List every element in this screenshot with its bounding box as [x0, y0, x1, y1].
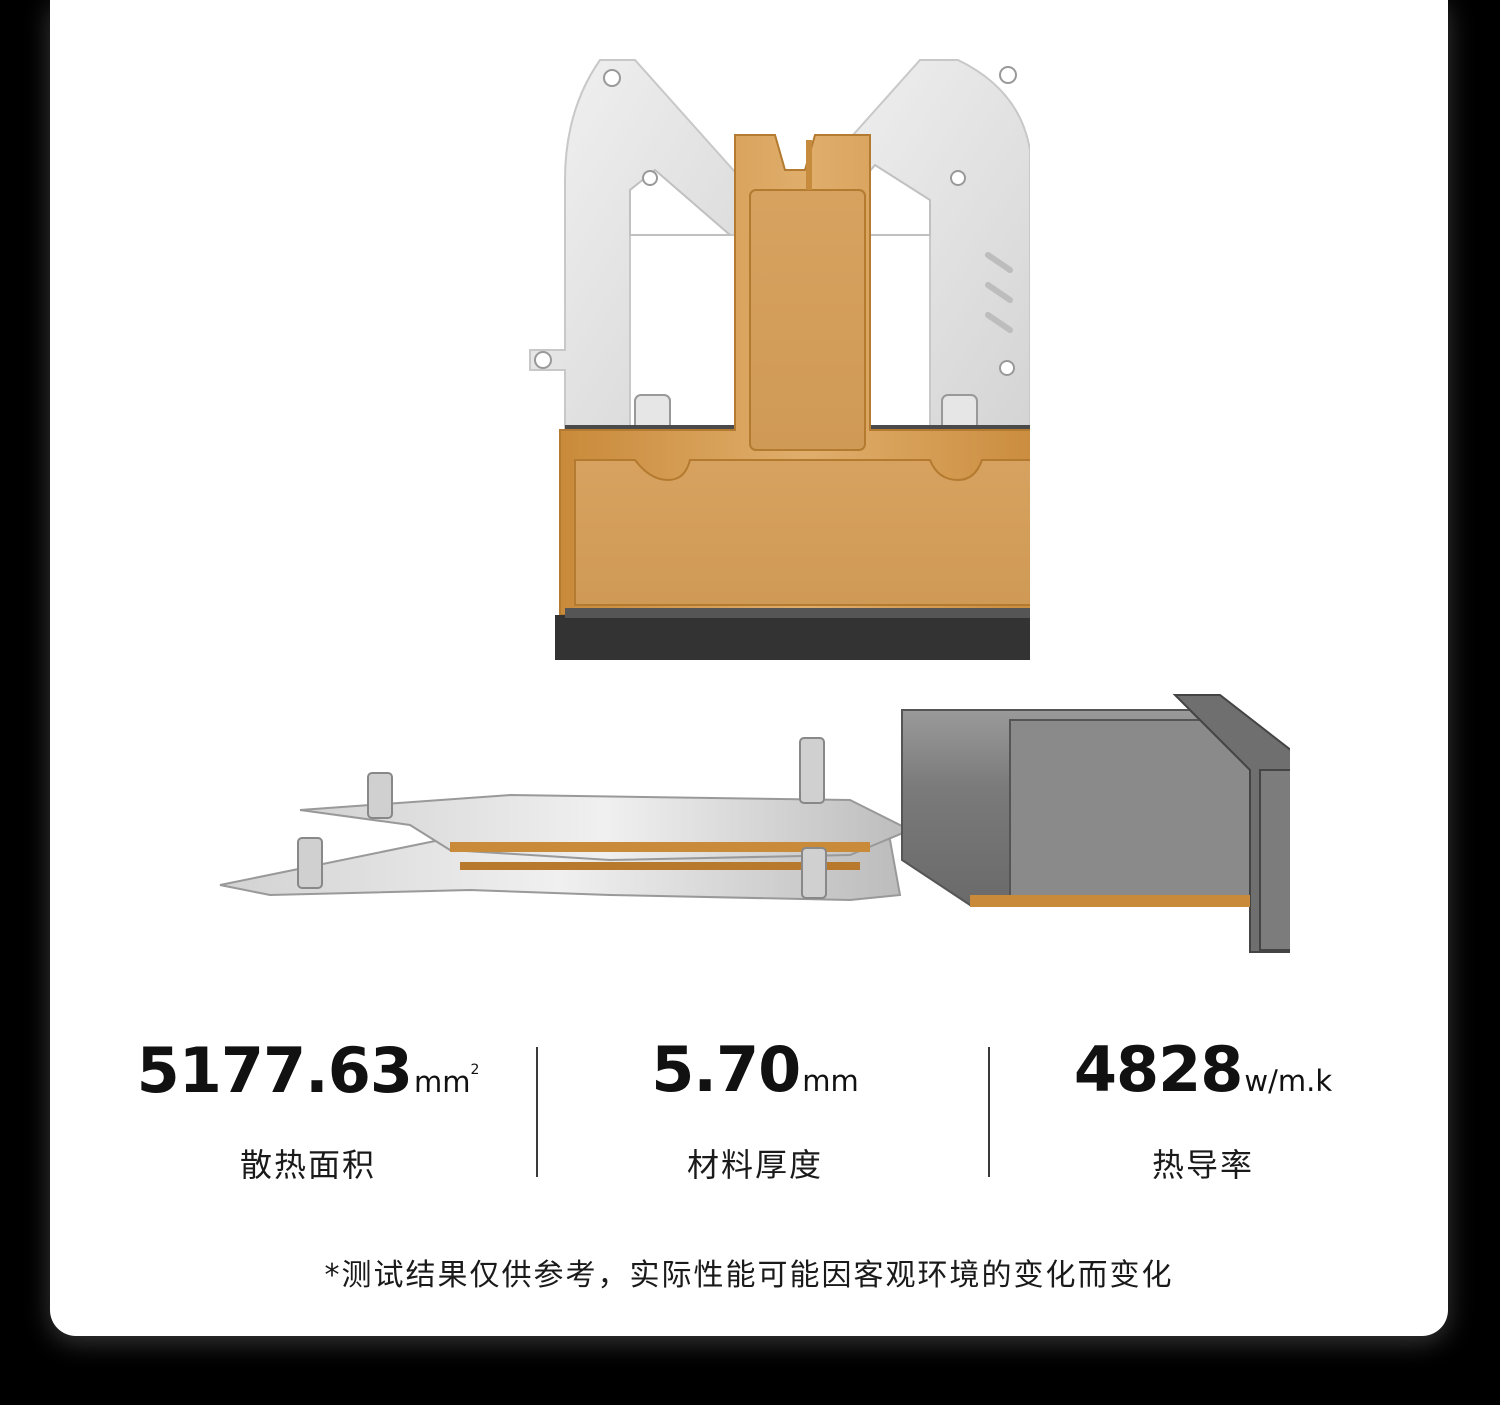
stat-unit: mm2	[413, 1062, 480, 1099]
stat-value-line: 4828w/m.k	[983, 1030, 1423, 1110]
stat-unit: mm	[802, 1064, 859, 1098]
product-card: 5177.63mm2 散热面积 5.70mm 材料厚度 4828w/m.k 热导…	[50, 0, 1448, 1336]
stat-unit-superscript: 2	[470, 1062, 480, 1078]
stat-value: 5177.63	[136, 1034, 413, 1107]
stat-heat-area: 5177.63mm2 散热面积	[88, 1030, 528, 1186]
stat-label: 散热面积	[239, 1146, 376, 1184]
stat-material-thickness: 5.70mm 材料厚度	[535, 1030, 975, 1186]
cooler-top-view-image	[529, 59, 1030, 660]
stat-value: 5.70	[651, 1033, 801, 1106]
stat-thermal-conductivity: 4828w/m.k 热导率	[983, 1030, 1423, 1186]
stat-unit: w/m.k	[1244, 1064, 1333, 1098]
disclaimer-note: *测试结果仅供参考，实际性能可能因客观环境的变化而变化	[324, 1258, 1174, 1293]
cooler-side-view-image	[219, 694, 1290, 953]
stat-divider	[536, 1047, 538, 1177]
stat-divider	[988, 1047, 990, 1177]
stat-label: 材料厚度	[686, 1146, 823, 1184]
stat-value-line: 5.70mm	[535, 1030, 975, 1110]
stat-label: 热导率	[1151, 1146, 1254, 1184]
stat-value: 4828	[1073, 1033, 1244, 1106]
stat-value-line: 5177.63mm2	[88, 1030, 528, 1110]
